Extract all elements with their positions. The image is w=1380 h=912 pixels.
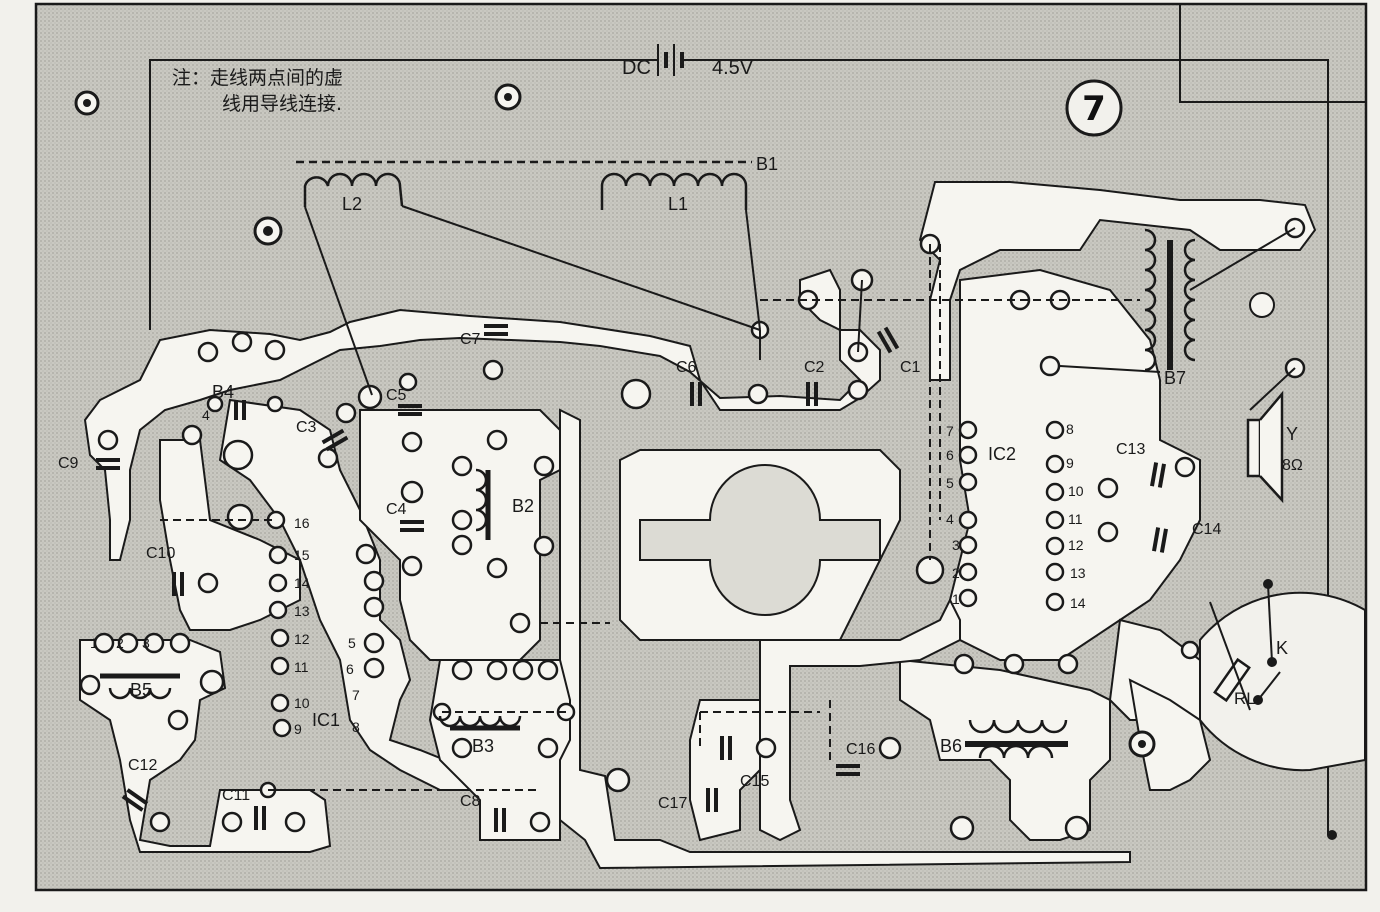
ic2_pins-label-12: 12 [1068,537,1084,553]
capacitor_labels-label-c15: C15 [740,773,769,790]
capacitor-symbols [96,324,1168,832]
note-line-1: 注：走线两点间的虚 [172,67,343,89]
ic2_pins-label-8: 8 [1066,421,1074,437]
ic2_pins-label-13: 13 [1070,565,1086,581]
copper-traces [79,181,1317,870]
transformer_labels-label-b1: B1 [756,154,778,174]
transformer_labels-label-b7: B7 [1164,368,1186,388]
figure-number-badge [1065,79,1123,137]
speaker-label: Y [1286,424,1298,444]
transformer_labels-label-b4: B4 [212,382,234,402]
ic1_pins-label-3: 3 [142,635,150,651]
ic1_pins-label-11: 11 [294,659,309,675]
supply-voltage: 4.5V [712,57,754,79]
ic2_pins-label-3: 3 [952,537,960,553]
board-cutouts [639,292,1366,772]
capacitor_labels-label-c7: C7 [460,331,481,348]
speaker-icon [1246,390,1284,504]
capacitor_labels-label-c14: C14 [1192,521,1221,538]
ic2_pins-label-7: 7 [946,423,954,439]
ic2_pins-label-11: 11 [1068,511,1083,527]
ic2_pins-label-2: 2 [952,565,960,581]
ic1_pins-label-16: 16 [294,515,310,531]
ic1_pins-label-13: 13 [294,603,310,619]
ic2_pins-label-1: 1 [952,591,960,607]
switch-k-icon [1253,579,1281,705]
wire-frame [149,5,1365,835]
ic2_pins-label-14: 14 [1070,595,1086,611]
inductor_labels-label-l1: L1 [668,194,688,214]
transformer_labels-label-b2: B2 [512,496,534,516]
capacitor_labels-label-c1: C1 [900,359,921,376]
solder-pads [79,217,1306,841]
ic_labels-label-ic1: IC1 [312,710,340,730]
ic1_pins-label-1: 1 [90,635,98,651]
ic2_pins-label-10: 10 [1068,483,1084,499]
transformer_labels-label-b3: B3 [472,736,494,756]
ic1_pins-label-2: 2 [116,635,124,651]
ic1_pins-label-6: 6 [346,661,354,677]
ic2_pins-label-9: 9 [1066,455,1074,471]
capacitor_labels-label-c9: C9 [58,455,79,472]
resistor_labels-label-rl: RL [1234,689,1256,708]
mounting-holes [74,83,1337,840]
transformer_labels-label-b6: B6 [940,736,962,756]
supply-label: DC [622,57,651,79]
ic1_pins-label-15: 15 [294,547,310,563]
inductor-coils [100,160,1196,759]
ic1_pins-label-12: 12 [294,631,310,647]
ic1_pins-label-5: 5 [348,635,356,651]
capacitor_labels-label-c17: C17 [658,795,687,812]
note-line-2: 线用导线连接. [222,93,342,115]
jumper-wires [304,205,1296,411]
ic2_pins-label-6: 6 [946,447,954,463]
capacitor_labels-label-c12: C12 [128,757,157,774]
ic1_pins-label-10: 10 [294,695,310,711]
battery-icon [644,44,700,76]
capacitor_labels-label-c4: C4 [386,501,407,518]
speaker-impedance: 8Ω [1282,457,1303,474]
capacitor_labels-label-c5: C5 [386,387,407,404]
ic2_pins-label-4: 4 [946,511,954,527]
capacitor_labels-label-c11: C11 [222,787,250,804]
capacitor_labels-label-c13: C13 [1116,441,1145,458]
ic2_pins-label-5: 5 [946,475,954,491]
ic1_pins-label-4: 4 [202,407,210,423]
resistor-rl-icon [1209,601,1251,711]
capacitor_labels-label-c2: C2 [804,359,825,376]
dashed-connections [160,244,1140,791]
capacitor_labels-label-c6: C6 [676,359,697,376]
ic1_pins-label-9: 9 [294,721,302,737]
capacitor_labels-label-c3: C3 [296,419,317,436]
transformer_labels-label-b5: B5 [130,680,152,700]
ic_labels-label-ic2: IC2 [988,444,1016,464]
capacitor_labels-label-c10: C10 [146,545,175,562]
capacitor_labels-label-c16: C16 [846,741,875,758]
figure-number: 7 [1082,89,1106,129]
inductor_labels-label-l2: L2 [342,194,362,214]
switch-label: K [1276,638,1288,658]
ic1_pins-label-7: 7 [352,687,360,703]
ic1_pins-label-14: 14 [294,575,310,591]
ic1_pins-label-8: 8 [352,719,360,735]
capacitor_labels-label-c8: C8 [460,793,481,810]
